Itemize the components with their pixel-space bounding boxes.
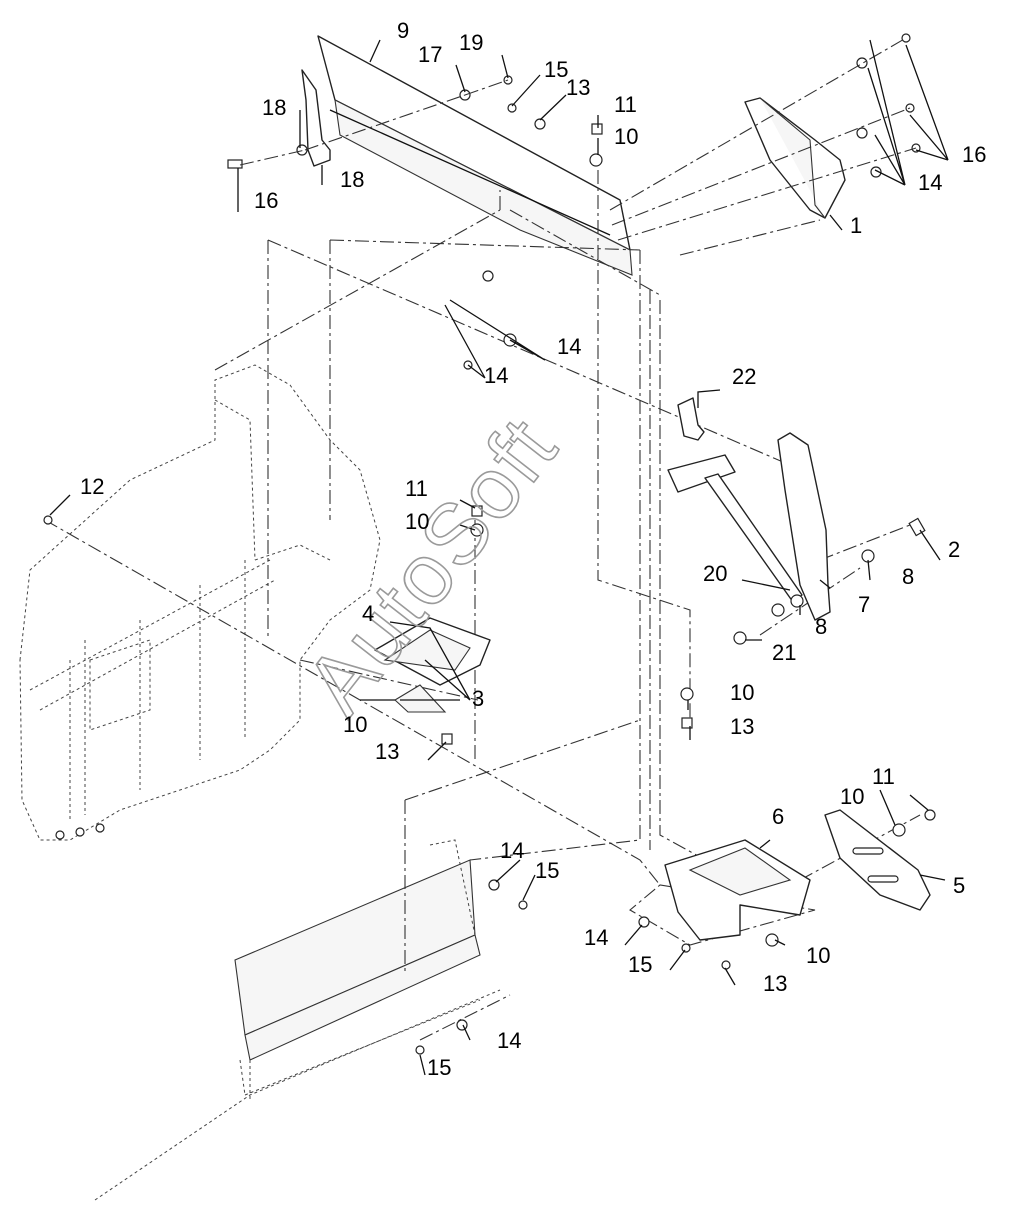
callout-22: 21: [772, 640, 796, 665]
callout-16-top: 15: [544, 57, 568, 82]
callout-14-lower: 14: [500, 838, 524, 863]
watermark: AutoSoft: [287, 400, 576, 732]
callout-14-top-right: 14: [918, 170, 942, 195]
callout-10-bottom: 10: [806, 943, 830, 968]
fasteners-center: [463, 270, 517, 537]
callout-14-lower-left: 14: [584, 925, 608, 950]
callout-labels: 1 2 3 4 5 6 7 8 8 9 10 10 10 10 10 10 11…: [80, 18, 986, 1080]
callout-12: 12: [80, 474, 104, 499]
callout-15-lower-mid: 15: [628, 952, 652, 977]
callout-10-right: 10: [730, 680, 754, 705]
callout-16-right: 16: [962, 142, 986, 167]
callout-7: 7: [858, 592, 870, 617]
callout-6: 6: [772, 804, 784, 829]
callout-18-top: 17: [418, 42, 442, 67]
housing-part-6: [664, 839, 811, 941]
callout-15-lower: 15: [535, 858, 559, 883]
callout-10-top: 10: [614, 124, 638, 149]
callout-3: 3: [472, 686, 484, 711]
callout-11-right: 11: [872, 764, 895, 789]
side-frame-panel: [19, 364, 381, 841]
end-cap-part-1: [744, 97, 846, 219]
callout-11-top: 11: [614, 92, 637, 117]
callout-19: 18: [340, 167, 364, 192]
bracket-part-23: [677, 397, 705, 441]
fasteners-middle-right: [680, 687, 694, 729]
callout-17: 16: [254, 188, 278, 213]
callout-11-mid: 11: [405, 476, 428, 501]
callout-10-mid: 10: [405, 509, 429, 534]
callout-9: 9: [397, 18, 409, 43]
callout-14-center: 14: [557, 334, 581, 359]
bracket-part-4: [374, 617, 491, 745]
callout-13-bottom: 13: [763, 971, 787, 996]
lower-shield-assembly: [94, 839, 501, 1201]
callout-20: 19: [459, 30, 483, 55]
cover-part-5: [824, 809, 931, 911]
bracket-part-19: [227, 69, 331, 169]
callout-8-left: 8: [815, 614, 827, 639]
callout-15-center: 14: [484, 363, 508, 388]
callout-23: 22: [732, 364, 756, 389]
callout-4: 4: [362, 601, 374, 626]
callout-18-left: 18: [262, 95, 286, 120]
callout-8-right: 8: [902, 564, 914, 589]
rod-part-21: [667, 454, 804, 608]
callout-13-right: 13: [730, 714, 754, 739]
callout-2: 2: [948, 537, 960, 562]
callout-15-bottom: 15: [427, 1055, 451, 1080]
callout-1: 1: [850, 213, 862, 238]
callout-14-top: 13: [566, 75, 590, 100]
callout-13-left: 13: [375, 739, 399, 764]
callout-21: 20: [703, 561, 727, 586]
top-panel-part-9: [317, 35, 633, 276]
leader-lines: [49, 39, 949, 1076]
callout-10-left: 10: [343, 712, 367, 737]
fasteners-lower: [43, 515, 936, 1055]
callout-10-lower-right: 10: [840, 784, 864, 809]
callout-5: 5: [953, 873, 965, 898]
plate-part-7: [777, 432, 831, 621]
callout-14-bottom: 14: [497, 1028, 521, 1053]
